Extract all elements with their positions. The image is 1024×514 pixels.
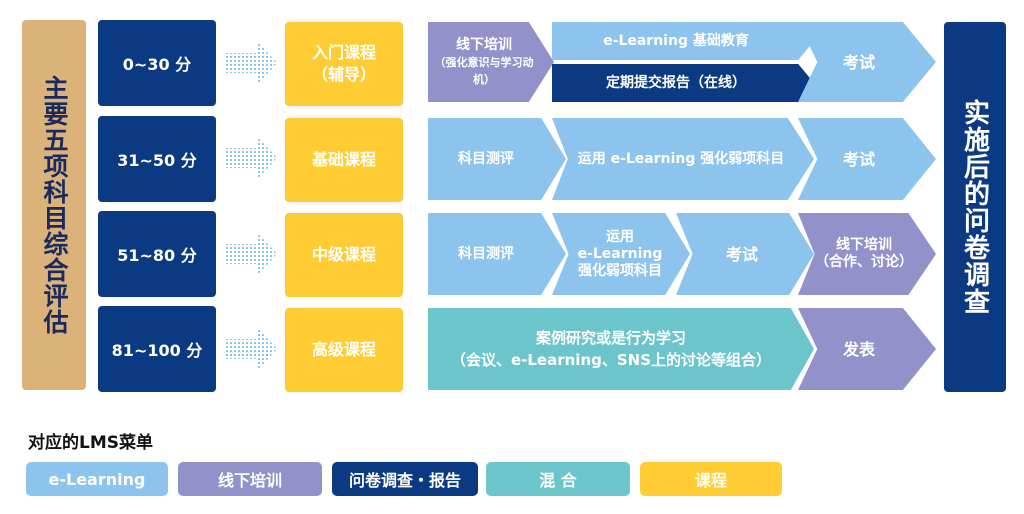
legend-elearning: e-Learning <box>26 462 168 496</box>
legend-blended: 混 合 <box>486 462 630 496</box>
score-box-31-50: 31~50 分 <box>98 116 216 202</box>
row3-exam: 考试 <box>676 213 814 295</box>
row4-case-line1: 案例研究或是行为学习 <box>535 329 686 347</box>
row3-subject-assessment: 科目测评 <box>428 213 566 295</box>
row4-case-line2: （会议、e-Learning、SNS上的讨论等组合） <box>450 351 772 369</box>
row2-exam: 考试 <box>798 118 936 200</box>
row1-offline-training: 线下培训 （强化意识与学习动机） <box>428 22 554 102</box>
row2-apply-elearning: 运用 e-Learning 强化弱项科目 <box>552 118 814 200</box>
course-intro: 入门课程 （辅导） <box>285 22 403 106</box>
row4-presentation: 发表 <box>798 308 936 390</box>
legend-offline-training: 线下培训 <box>178 462 322 496</box>
course-basic: 基础课程 <box>285 118 403 202</box>
row3-apply-line1: 运用 <box>605 228 634 245</box>
row3-offline-line2: （合作、讨论） <box>815 254 913 270</box>
dotted-arrow-icon <box>226 231 277 277</box>
row1-elearning-basic: e-Learning 基础教育 <box>552 22 814 60</box>
row3-apply-elearning: 运用 e-Learning 强化弱项科目 <box>552 213 690 295</box>
row3-apply-line2: e-Learning <box>577 245 663 262</box>
row3-apply-line3: 强化弱项科目 <box>577 262 662 279</box>
score-box-81-100: 81~100 分 <box>98 306 216 392</box>
row1-offline-title: 线下培训 <box>456 36 512 53</box>
row3-offline-line1: 线下培训 <box>836 237 892 253</box>
dotted-arrow-icon <box>226 326 277 372</box>
row3-offline-training: 线下培训 （合作、讨论） <box>798 213 936 295</box>
course-basic-title: 基础课程 <box>311 150 376 169</box>
lms-menu-title: 对应的LMS菜单 <box>28 433 153 453</box>
score-box-0-30: 0~30 分 <box>98 20 216 106</box>
dotted-arrow-icon <box>226 135 277 181</box>
row1-periodic-report: 定期提交报告（在线） <box>552 64 814 102</box>
left-assessment-label: 主要五项科目综合评估 <box>22 20 86 390</box>
course-intermediate: 中级课程 <box>285 213 403 297</box>
legend-course: 课程 <box>640 462 782 496</box>
course-advanced-title: 高级课程 <box>311 340 376 359</box>
dotted-arrow-icon <box>226 40 277 86</box>
course-intro-title: 入门课程 <box>311 43 376 62</box>
right-survey-label: 实施后的问卷调查 <box>944 22 1006 392</box>
row2-subject-assessment: 科目测评 <box>428 118 566 200</box>
course-intro-sub: （辅导） <box>311 65 376 84</box>
row4-case-study: 案例研究或是行为学习 （会议、e-Learning、SNS上的讨论等组合） <box>428 308 814 390</box>
score-box-51-80: 51~80 分 <box>98 211 216 297</box>
row1-exam: 考试 <box>798 22 936 102</box>
course-intermediate-title: 中级课程 <box>311 245 376 264</box>
row1-offline-sub: （强化意识与学习动机） <box>434 55 534 86</box>
course-advanced: 高级课程 <box>285 308 403 392</box>
legend-survey-report: 问卷调查・报告 <box>332 462 478 496</box>
